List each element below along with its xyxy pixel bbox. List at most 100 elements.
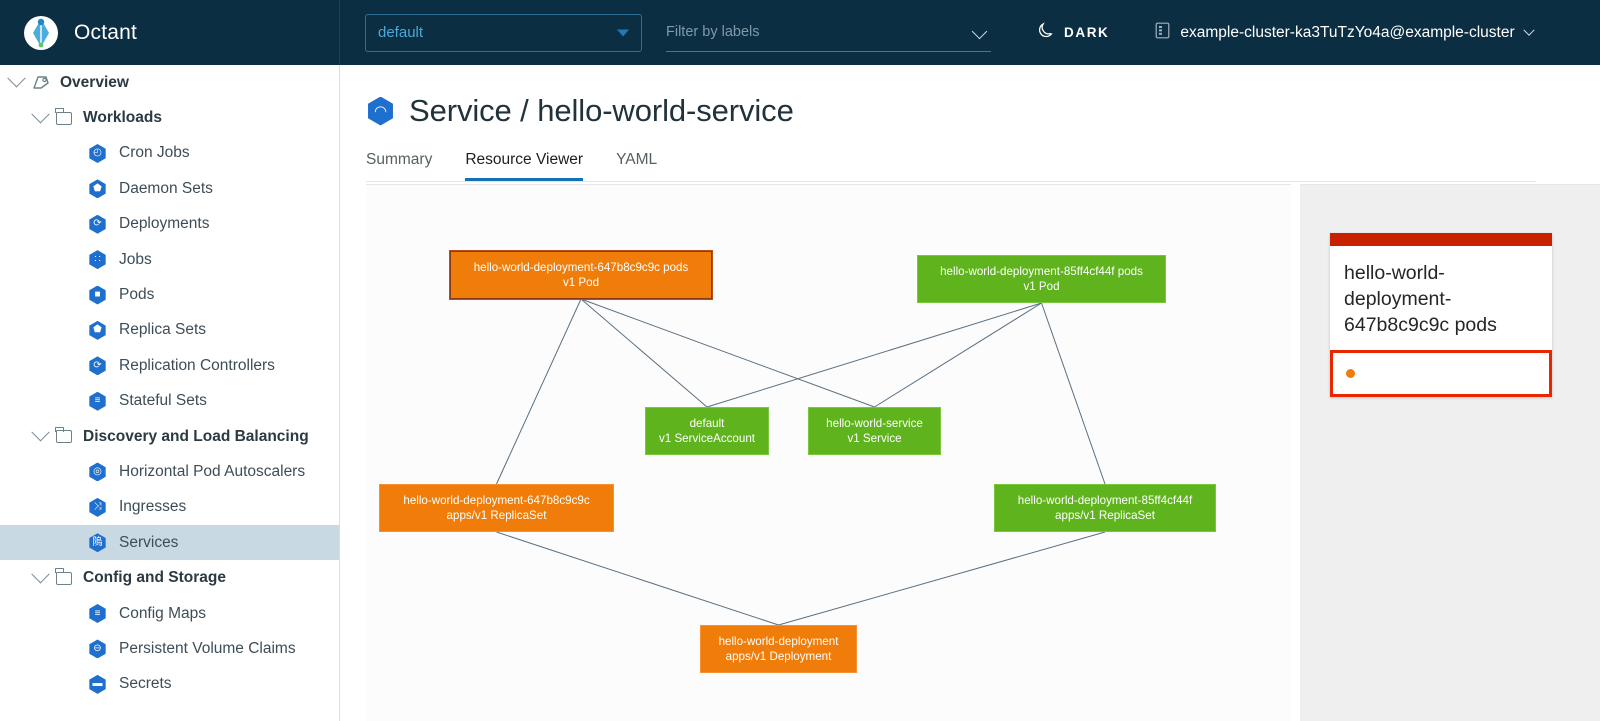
resource-viewer: hello-world-deployment-647b8c9c9c pods v1… [341, 184, 1600, 721]
resource-graph-canvas[interactable]: hello-world-deployment-647b8c9c9c pods v1… [366, 184, 1291, 721]
graph-edge [706, 302, 1042, 408]
pvc-icon: ⊖ [88, 639, 107, 659]
tab-yaml[interactable]: YAML [616, 151, 658, 168]
sidebar-item-label: Pods [119, 286, 155, 304]
label-filter-input[interactable]: Filter by labels [666, 14, 991, 52]
graph-node-name: hello-world-service [826, 417, 923, 430]
graph-node-kind: apps/v1 ReplicaSet [446, 509, 547, 522]
graph-node-rs-647[interactable]: hello-world-deployment-647b8c9c9c apps/v1… [379, 484, 614, 532]
orange-status-dot [1346, 369, 1355, 378]
sidebar-item-config-and-storage[interactable]: Config and Storage [0, 560, 339, 595]
sidebar-item-overview[interactable]: Overview [0, 65, 339, 100]
configmap-icon: ≡ [88, 604, 107, 624]
node-detail-card[interactable]: hello-world-deployment-647b8c9c9c pods [1330, 233, 1552, 397]
sidebar-item-persistent-volume-claims[interactable]: ⊖ Persistent Volume Claims [0, 631, 339, 666]
chevron-down-icon[interactable] [1522, 24, 1535, 36]
folder-icon [55, 568, 72, 585]
graph-edge [496, 298, 582, 485]
sidebar-item-label: Workloads [83, 109, 162, 127]
chevron-down-icon[interactable] [31, 423, 50, 442]
graph-edge [778, 531, 1106, 626]
hpa-icon: ◎ [88, 462, 107, 482]
sidebar-item-label: Replica Sets [119, 321, 207, 339]
sidebar-item-label: Config and Storage [83, 569, 226, 587]
service-icon: ◠ [366, 96, 395, 126]
brand-area[interactable]: Octant [0, 0, 340, 65]
graph-node-name: hello-world-deployment-647b8c9c9c pods [473, 261, 689, 274]
dark-mode-label: DARK [1064, 25, 1110, 40]
chevron-down-icon[interactable] [7, 69, 26, 88]
sidebar-item-horizontal-pod-autoscalers[interactable]: ◎Horizontal Pod Autoscalers [0, 454, 339, 489]
dark-mode-toggle[interactable]: DARK [1037, 21, 1109, 44]
detail-side-panel: hello-world-deployment-647b8c9c9c pods [1300, 184, 1600, 721]
card-status-row[interactable] [1330, 350, 1552, 397]
sidebar-item-label: Cron Jobs [119, 144, 190, 162]
tab-bar: Summary Resource Viewer YAML [366, 149, 1536, 182]
sidebar-item-label: Overview [60, 73, 129, 91]
sidebar-item-label: Stateful Sets [119, 392, 207, 410]
cronjob-icon: ◴ [88, 143, 107, 163]
pod-icon: ■ [88, 285, 107, 305]
card-accent-bar [1330, 233, 1552, 246]
graph-edge [580, 298, 708, 408]
graph-edge [580, 298, 875, 408]
sidebar-item-label: Replication Controllers [119, 356, 275, 374]
sidebar-item-replication-controllers[interactable]: ⟳ Replication Controllers [0, 348, 339, 383]
sidebar-item-pods[interactable]: ■ Pods [0, 277, 339, 312]
sidebar-item-label: Ingresses [119, 498, 187, 516]
chevron-down-icon[interactable] [31, 564, 50, 584]
card-title: hello-world-deployment-647b8c9c9c pods [1344, 262, 1497, 336]
sidebar-item-label: Services [119, 533, 179, 551]
sidebar-item-label: Persistent Volume Claims [119, 639, 296, 657]
sidebar-item-stateful-sets[interactable]: ≡Stateful Sets [0, 384, 339, 419]
graph-node-kind: apps/v1 Deployment [725, 650, 832, 663]
chevron-down-icon[interactable] [971, 23, 988, 39]
graph-node-kind: v1 ServiceAccount [658, 432, 756, 445]
folder-icon [55, 108, 72, 125]
cluster-picker[interactable]: example-cluster-ka3TuTzYo4a@example-clus… [1155, 22, 1535, 44]
sidebar-item-label: Config Maps [119, 604, 207, 622]
sidebar-item-jobs[interactable]: ∷Jobs [0, 242, 339, 277]
sidebar-item-label: Discovery and Load Balancing [83, 427, 309, 445]
cluster-name: example-cluster-ka3TuTzYo4a@example-clus… [1180, 23, 1515, 41]
sidebar-item-cron-jobs[interactable]: ◴ Cron Jobs [0, 136, 339, 171]
sidebar-item-ingresses[interactable]: ⤨Ingresses [0, 490, 339, 525]
replicaset-icon: ⬟ [88, 320, 107, 340]
label-filter-placeholder: Filter by labels [666, 24, 760, 40]
daemonset-icon: ⬟ [88, 179, 107, 199]
sidebar-item-label: Deployments [119, 215, 210, 233]
tab-resource-viewer[interactable]: Resource Viewer [465, 151, 584, 181]
sidebar-item-workloads[interactable]: Workloads [0, 100, 339, 135]
sidebar-item-secrets[interactable]: ▬Secrets [0, 667, 339, 702]
top-bar: Octant default Filter by labels DARK exa… [0, 0, 1600, 65]
sidebar-item-config-maps[interactable]: ≡ Config Maps [0, 596, 339, 631]
sidebar-item-discovery-and-load-balancing[interactable]: Discovery and Load Balancing [0, 419, 339, 454]
graph-edge [1041, 302, 1106, 485]
overview-icon [32, 75, 50, 90]
tab-summary[interactable]: Summary [366, 151, 433, 168]
sidebar-item-replica-sets[interactable]: ⬟ Replica Sets [0, 313, 339, 348]
graph-node-name: hello-world-deployment-85ff4cf44f pods [940, 265, 1143, 278]
service-icon: 隖 [88, 533, 107, 553]
moon-icon [1037, 21, 1055, 44]
page-header: ◠ Service / hello-world-service [341, 65, 1600, 129]
sidebar-item-label: Secrets [119, 675, 172, 693]
page-title-row: ◠ Service / hello-world-service [366, 93, 1600, 129]
cluster-icon [1155, 22, 1170, 44]
chevron-down-icon[interactable] [31, 104, 50, 124]
brand-title: Octant [74, 20, 138, 44]
sidebar-item-daemon-sets[interactable]: ⬟ Daemon Sets [0, 171, 339, 206]
namespace-select[interactable]: default [365, 13, 642, 52]
replicationcontroller-icon: ⟳ [88, 356, 107, 376]
graph-node-name: hello-world-deployment-647b8c9c9c [403, 494, 590, 507]
sidebar-item-services[interactable]: 隖 Services [0, 525, 339, 561]
main-content: ◠ Service / hello-world-service Summary R… [341, 65, 1600, 721]
sidebar-item-deployments[interactable]: ⟳Deployments [0, 207, 339, 242]
sidebar-item-label: Daemon Sets [119, 179, 213, 197]
